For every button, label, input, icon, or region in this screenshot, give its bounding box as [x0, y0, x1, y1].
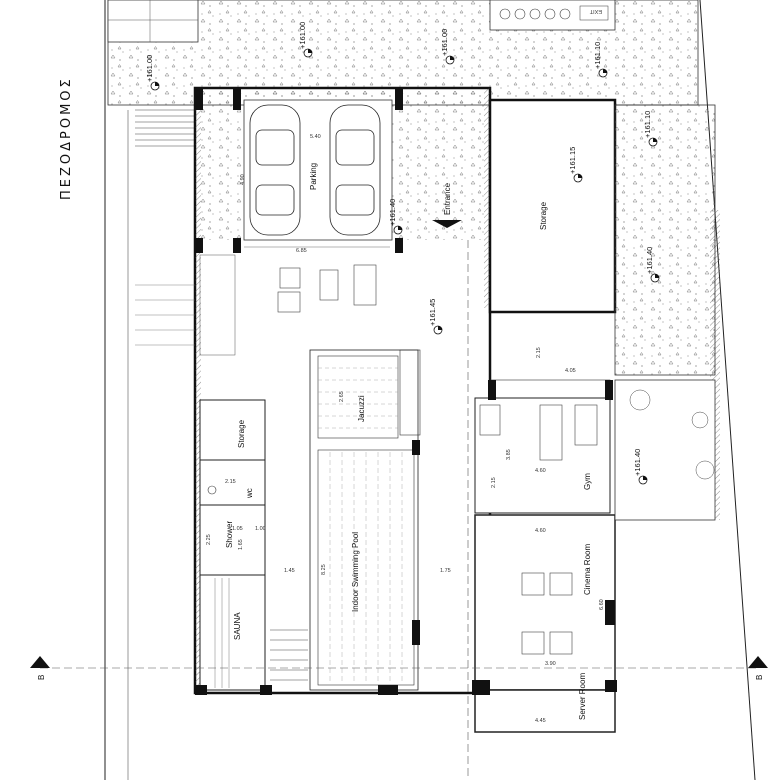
elevation-marker: +161.00 — [145, 55, 160, 91]
section-right-arrow-icon — [748, 656, 768, 668]
dim-gym-width: 4.60 — [535, 468, 546, 474]
elevation-label: +161.40 — [388, 199, 397, 226]
left-stairs — [135, 109, 195, 147]
elevation-marker: +161.15 — [568, 147, 583, 183]
jacuzzi-label: Jacuzzi — [357, 395, 366, 422]
elevation-label: +161.00 — [145, 55, 154, 82]
entrance-area — [400, 90, 488, 240]
dim-shower-depth: 2.25 — [206, 534, 212, 545]
toilet-icon — [207, 485, 217, 495]
sauna-label: SAUNA — [233, 612, 242, 640]
right-yard — [614, 104, 716, 376]
dim-cinema-side: 6.60 — [599, 599, 605, 610]
entrance-arrow-icon — [432, 220, 462, 228]
dim-wc: 2.15 — [225, 479, 236, 485]
elevation-marker: +161.45 — [428, 299, 443, 335]
elevation-label: +161.00 — [440, 29, 449, 56]
dim-jacuzzi: 2.65 — [339, 391, 345, 402]
dim-parking-width: 5.40 — [310, 134, 321, 140]
jacuzzi — [317, 355, 399, 439]
bottom-stairs — [270, 629, 308, 681]
storage-top-label: Storage — [539, 201, 548, 230]
garden-plants — [629, 389, 715, 480]
gym-equipment — [479, 404, 598, 461]
elevation-marker: +161.10 — [593, 42, 608, 78]
elevation-label: +161.15 — [568, 147, 577, 174]
cinema-seats — [521, 572, 573, 655]
right-garden — [614, 379, 716, 521]
shower-label: Shower — [225, 521, 234, 548]
section-left-arrow-icon — [30, 656, 50, 668]
elevation-label: +161.40 — [645, 247, 654, 274]
entrance-label: Entrance — [443, 182, 452, 215]
wc-room — [199, 459, 266, 506]
wc-label: wc — [245, 488, 254, 499]
section-mark-left: B — [37, 675, 46, 680]
storage-left-label: Storage — [237, 419, 246, 448]
elevation-marker: +161.00 — [440, 29, 455, 65]
elevation-marker: +161.40 — [388, 199, 403, 235]
dim-corridor-right: 1.75 — [440, 568, 451, 574]
storage-top-room — [488, 98, 617, 314]
cinema-label: Cinema Room — [583, 544, 592, 595]
elevation-marker: +161.10 — [643, 111, 658, 147]
dim-shower-width: 1.00 — [255, 526, 266, 532]
cinema-room — [474, 514, 616, 691]
elevation-label: +161.10 — [643, 111, 652, 138]
elevation-marker: +161.40 — [633, 449, 648, 485]
elevation-label: +161.45 — [428, 299, 437, 326]
dim-gym-depth: 3.85 — [506, 449, 512, 460]
lounge-furniture — [277, 264, 377, 313]
elevation-label: +161.10 — [593, 42, 602, 69]
dim-passage: 2.15 — [536, 347, 542, 358]
sauna-room — [199, 574, 266, 691]
dim-corridor-left: 1.45 — [284, 568, 295, 574]
car-icon — [249, 104, 381, 236]
planter-shrubs — [499, 8, 571, 20]
dim-pool-length: 8.25 — [321, 564, 327, 575]
server-label: Server Room — [578, 673, 587, 720]
elevation-label: +161.40 — [633, 449, 642, 476]
kitchenette — [489, 379, 611, 401]
parking-label: Parking — [309, 163, 318, 190]
pool-label: Indoor Swimming Pool — [351, 532, 360, 612]
street-name-label: ΠΕΖΟΔΡΟΜΟΣ — [59, 76, 74, 200]
dim-wc-door: 1.05 — [232, 526, 243, 532]
dim-server-width: 4.45 — [535, 718, 546, 724]
exit-sign: EXIT — [589, 8, 602, 14]
dim-cinema-depth: 3.90 — [545, 661, 556, 667]
elevation-label: +161.00 — [298, 22, 307, 49]
dim-parking-depth: 4.90 — [240, 174, 246, 185]
gym-label: Gym — [583, 473, 592, 490]
dim-kitchen: 4.05 — [565, 368, 576, 374]
storage-left-room — [199, 399, 266, 461]
elevation-marker: +161.40 — [645, 247, 660, 283]
dim-cinema-width: 4.60 — [535, 528, 546, 534]
dim-garage-width: 6.85 — [296, 248, 307, 254]
server-room — [474, 689, 616, 733]
section-mark-right: B — [755, 675, 764, 680]
dim-shower-door: 1.65 — [238, 539, 244, 550]
elevation-marker: +161.00 — [298, 22, 313, 58]
dim-gym-door: 2.15 — [491, 477, 497, 488]
